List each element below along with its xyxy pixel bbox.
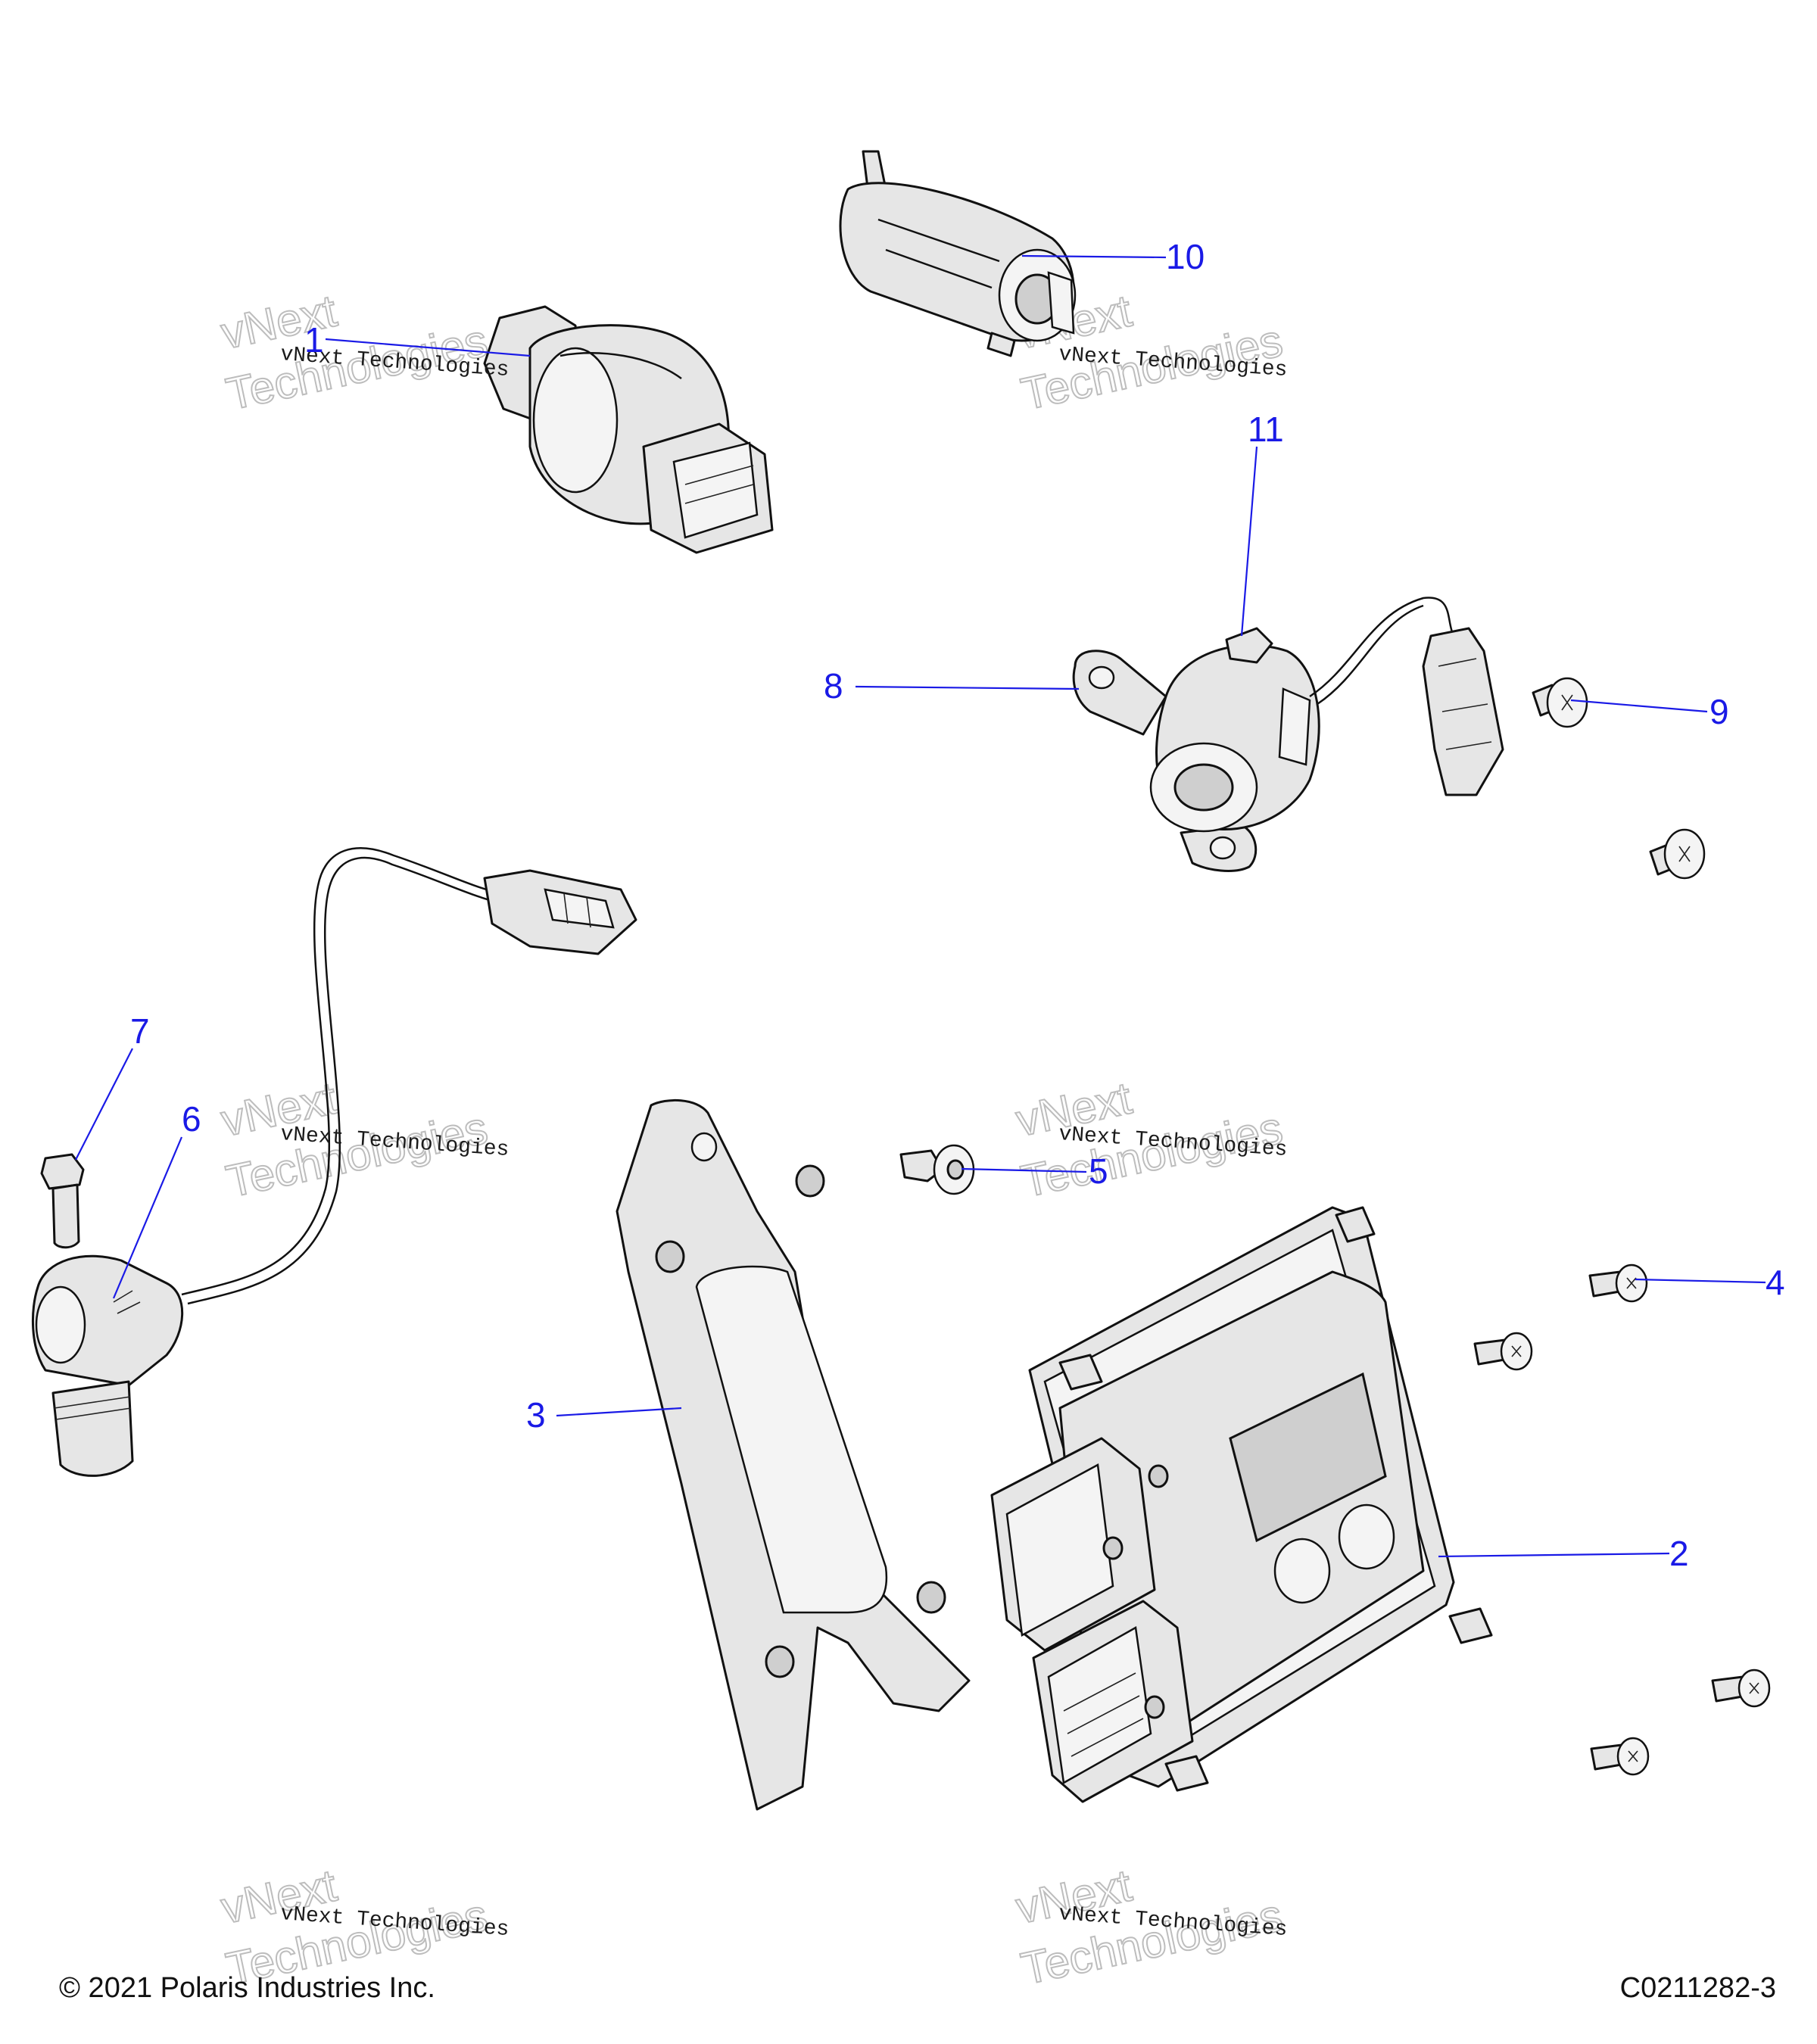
- leader-9: [1570, 699, 1708, 713]
- callout-3: 3: [526, 1395, 546, 1435]
- part-screw-4a: [1588, 1263, 1648, 1303]
- callout-8: 8: [824, 666, 843, 706]
- callout-2: 2: [1669, 1534, 1689, 1573]
- part-power-outlet: [839, 150, 1077, 357]
- leader-1: [325, 338, 531, 357]
- leader-8: [855, 685, 1080, 690]
- leader-10: [1021, 254, 1167, 259]
- part-speed-sensor-bracket: [1072, 597, 1504, 872]
- callout-10: 10: [1166, 237, 1205, 276]
- leader-4: [1635, 1278, 1766, 1284]
- leader-6: [112, 1136, 183, 1299]
- watermark-1: vNext Technologies: [216, 285, 492, 421]
- part-screw-4d: [1590, 1737, 1650, 1776]
- callout-6: 6: [182, 1099, 201, 1139]
- leader-3: [556, 1407, 682, 1417]
- part-mounting-bracket: [616, 1098, 971, 1811]
- callout-9: 9: [1709, 692, 1729, 731]
- callout-5: 5: [1089, 1151, 1108, 1191]
- callout-7: 7: [130, 1011, 150, 1051]
- callout-4: 4: [1766, 1263, 1785, 1302]
- leader-11: [1240, 446, 1258, 637]
- diagram-code: C0211282-3: [1619, 1972, 1776, 2004]
- part-ecu: [990, 1206, 1493, 1803]
- part-screw-4b: [1473, 1332, 1533, 1371]
- leader-7: [75, 1048, 133, 1161]
- part-ignition-switch: [483, 305, 774, 554]
- copyright-notice: © 2021 Polaris Industries Inc.: [59, 1972, 435, 2004]
- callout-1: 1: [304, 320, 324, 360]
- watermark-3: vNext Technologies: [216, 1072, 492, 1208]
- part-bolt-7: [40, 1153, 85, 1249]
- part-screw-4c: [1711, 1669, 1771, 1708]
- leader-5: [961, 1167, 1087, 1173]
- part-position-sensor: [32, 847, 637, 1477]
- leader-2: [1438, 1552, 1670, 1558]
- watermark-4: vNext Technologies: [1011, 1072, 1287, 1208]
- callout-11: 11: [1248, 410, 1284, 449]
- part-screw-9b: [1649, 828, 1706, 880]
- part-screw-9a: [1532, 677, 1588, 728]
- part-push-rivet: [899, 1144, 975, 1195]
